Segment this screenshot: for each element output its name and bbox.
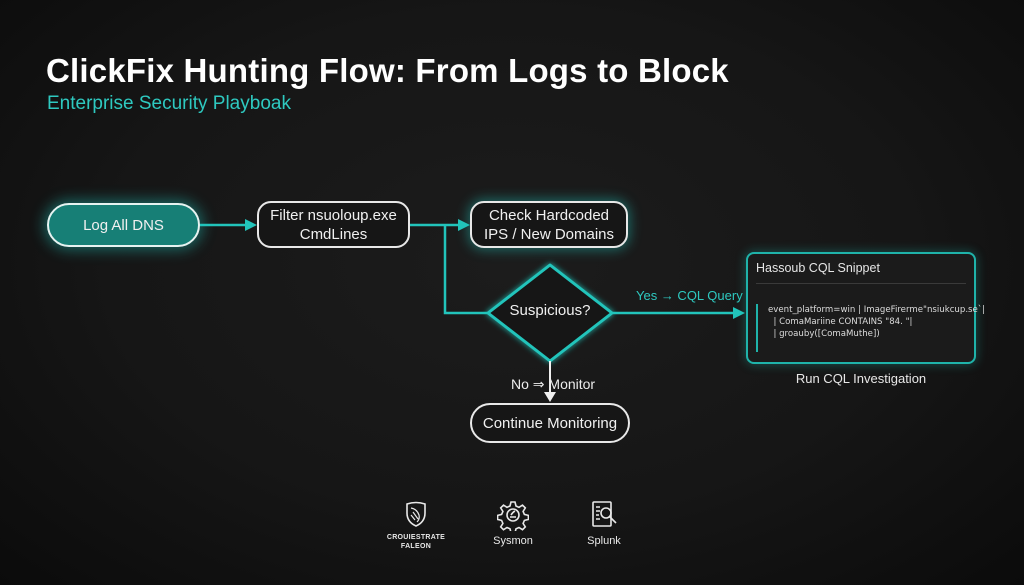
- snippet-title: Hassoub CQL Snippet: [756, 261, 880, 275]
- tool-sysmon: Sysmon: [468, 499, 558, 547]
- document-search-icon: [592, 501, 617, 527]
- yes-edge-label: Yes → CQL Query: [636, 288, 743, 303]
- arrowhead-no: [544, 392, 556, 402]
- connector-filter-to-decision: [443, 225, 488, 315]
- node-filter-cmdlines[interactable]: Filter nsuoloup.exe CmdLines: [257, 201, 410, 248]
- arrowhead-yes: [733, 307, 745, 319]
- code-line: event_platform=win | ImageFirerme"nsiukc…: [768, 305, 986, 315]
- node-log-all-dns[interactable]: Log All DNS: [47, 203, 200, 247]
- tool-crowdstrike-line2: FALEON: [400, 543, 432, 550]
- node-continue-label: Continue Monitoring: [482, 414, 618, 432]
- shield-falcon-icon: [406, 501, 426, 527]
- code-line: | groauby([ComaMuthe]): [768, 329, 880, 339]
- tool-crowdstrike: CROUIESTRATE FALEON: [371, 499, 461, 551]
- tool-sysmon-label: Sysmon: [493, 535, 533, 547]
- decision-label: Suspicious?: [509, 302, 591, 319]
- arrowhead-filter-to-check: [458, 219, 470, 231]
- no-edge-label: No ⇒ Monitor: [511, 376, 596, 392]
- node-check-line2: IPS / New Domains: [483, 225, 615, 243]
- node-filter-line1: Filter nsuoloup.exe: [270, 206, 397, 224]
- snippet-divider: [756, 283, 966, 284]
- snippet-accent-bar: [756, 304, 758, 352]
- node-continue-monitoring[interactable]: Continue Monitoring: [470, 403, 630, 443]
- node-filter-line2: CmdLines: [299, 225, 368, 243]
- tool-crowdstrike-line1: CROUIESTRATE: [386, 534, 446, 541]
- node-check-hardcoded[interactable]: Check Hardcoded IPS / New Domains: [470, 201, 628, 248]
- gear-icon: [497, 501, 529, 531]
- node-log-all-dns-label: Log All DNS: [83, 216, 164, 234]
- snippet-caption: Run CQL Investigation: [795, 371, 927, 386]
- snippet-code[interactable]: event_platform=win | ImageFirerme"nsiukc…: [768, 304, 985, 340]
- page-title: ClickFix Hunting Flow: From Logs to Bloc…: [46, 52, 729, 89]
- tool-splunk: Splunk: [559, 499, 649, 547]
- arrowhead-log-to-filter: [245, 219, 257, 231]
- code-line: | ComaMariine CONTAINS "84. "|: [768, 317, 913, 327]
- page-subtitle: Enterprise Security Playboak: [47, 93, 291, 114]
- tool-splunk-label: Splunk: [587, 535, 621, 547]
- cql-snippet-panel: Hassoub CQL Snippet event_platform=win |…: [746, 252, 985, 364]
- node-check-line1: Check Hardcoded: [488, 206, 610, 224]
